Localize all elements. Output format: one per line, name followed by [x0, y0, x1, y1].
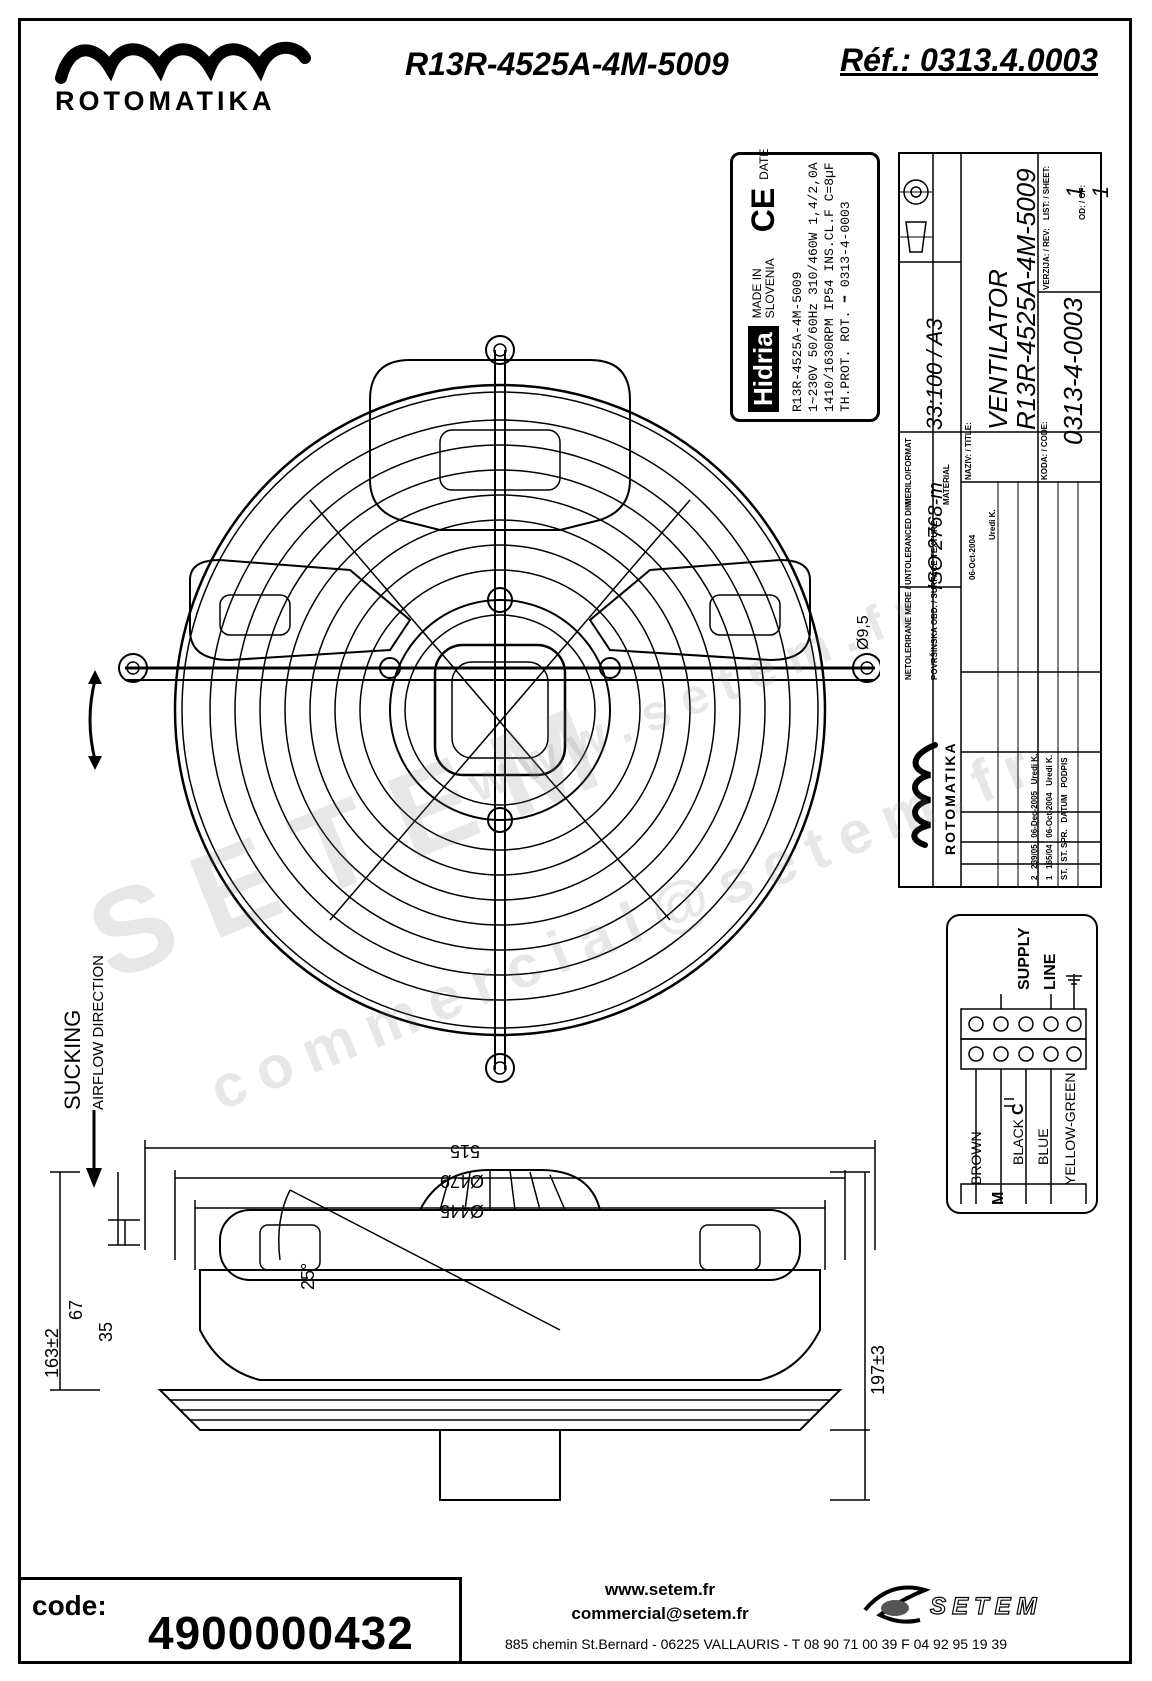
reference-number: Réf.: 0313.4.0003: [840, 42, 1098, 78]
designed-by: Uredi K.: [988, 509, 997, 540]
code-box: code: 4900000432: [18, 1577, 462, 1664]
fan-side-view: [50, 1140, 876, 1501]
rev-spr: 239/05: [1030, 844, 1039, 869]
motor-label: M: [990, 1191, 1007, 1205]
of-label: OD: / OF:: [1078, 184, 1087, 220]
rev-header: ST. SPR.: [1060, 829, 1069, 862]
side-rotomatika-logo-icon: [911, 742, 938, 848]
rev-header: ST.: [1060, 868, 1069, 880]
rev-date: 06-Oct-2004: [1045, 792, 1054, 838]
rev-header: DATUM: [1060, 794, 1069, 823]
black-wire-label: BLACK: [1010, 1119, 1026, 1165]
rev-st: 2: [1030, 875, 1039, 880]
brand-name: ROTOMATIKA: [55, 86, 276, 116]
revision-label: VERZIJA: / REV:: [1042, 228, 1051, 290]
rev-by: Uredi K.: [1045, 755, 1054, 786]
title-label: NAZIV: / TITLE:: [964, 422, 973, 480]
side-brand: ROTOMATIKA: [942, 741, 958, 855]
airflow-direction-label: AIRFLOW DIRECTION: [90, 954, 107, 1110]
sheet-total: 1: [1088, 185, 1113, 198]
rotomatika-logo-icon: [55, 41, 311, 84]
title-block: [898, 152, 1102, 888]
company-address: 885 chemin St.Bernard - 06225 VALLAURIS …: [505, 1636, 1007, 1652]
code-value: 4900000432: [148, 1607, 414, 1659]
nameplate-country: SLOVENIA: [762, 258, 777, 319]
capacitor-label: C: [1010, 1103, 1027, 1115]
scale-label: MERILO/FORMAT: [904, 438, 913, 505]
model-title: R13R-4525A-4M-5009: [405, 46, 729, 82]
email-link[interactable]: commercial@setem.fr: [571, 1604, 749, 1623]
rotation-arrow-icon: [88, 670, 102, 770]
wiring-schematic: [960, 974, 1087, 1204]
yellow-green-wire-label: YELLOW-GREEN: [1062, 1072, 1078, 1185]
rev-header: PODPIS: [1060, 757, 1069, 788]
code-label: code:: [32, 1590, 107, 1621]
tolerance-label: NETOLERIRANE MERE / UNTOLERANCED DIM.: [904, 498, 913, 680]
setem-brand: SETEM: [929, 1592, 1043, 1620]
blue-wire-label: BLUE: [1035, 1128, 1051, 1165]
nameplate-made-in: MADE IN: [749, 268, 764, 319]
dim-angle: 25°: [298, 1262, 318, 1290]
dim-445: Ø445: [440, 1201, 485, 1221]
sucking-label: SUCKING: [60, 1009, 85, 1110]
website-link[interactable]: www.setem.fr: [605, 1580, 715, 1599]
scale-value: 33:100 / A3: [922, 318, 947, 430]
airflow-arrow-icon: [86, 1110, 102, 1188]
rev-by: Uredi K.: [1030, 753, 1039, 785]
dim-515: 515: [450, 1141, 481, 1161]
dim-35: 35: [96, 1321, 116, 1342]
drawing-sheet: [18, 18, 1132, 1664]
code-label: KODA: / CODE:: [1040, 421, 1049, 480]
rev-st: 1: [1045, 875, 1054, 880]
drawing-code: 0313-4-0003: [1058, 297, 1088, 445]
setem-logo-icon: [863, 1585, 930, 1624]
wiring-diagram: [946, 914, 1098, 1214]
hole-diameter: Ø9,5: [855, 615, 872, 650]
nameplate-date-label: DATE: [756, 148, 771, 180]
supply-label: SUPPLY: [1016, 927, 1033, 990]
dim-67: 67: [66, 1299, 86, 1320]
material-label: MATERIAL: [942, 464, 951, 505]
drawing-name-model: R13R-4525A-4M-5009: [1011, 168, 1041, 430]
rev-date: 06-Dec-2005: [1030, 791, 1039, 838]
ce-mark: CE: [745, 187, 781, 233]
surface-label: POVRŠINSKA OBD. / SURFACE TEXTURE: [930, 520, 939, 680]
dim-163: 163±2: [42, 1328, 62, 1378]
dim-479: Ø479: [440, 1171, 485, 1191]
sheet-label: LIST: / SHEET:: [1042, 165, 1051, 220]
line-label: LINE: [1042, 953, 1059, 990]
nameplate: [730, 152, 880, 422]
brown-wire-label: BROWN: [968, 1131, 984, 1185]
fan-front-view: [118, 335, 880, 1083]
drawing-name: VENTILATOR: [983, 269, 1013, 430]
designed-date: 06-Oct-2004: [968, 534, 977, 580]
rev-spr: 165/04: [1045, 844, 1054, 869]
dim-197: 197±3: [868, 1345, 888, 1395]
